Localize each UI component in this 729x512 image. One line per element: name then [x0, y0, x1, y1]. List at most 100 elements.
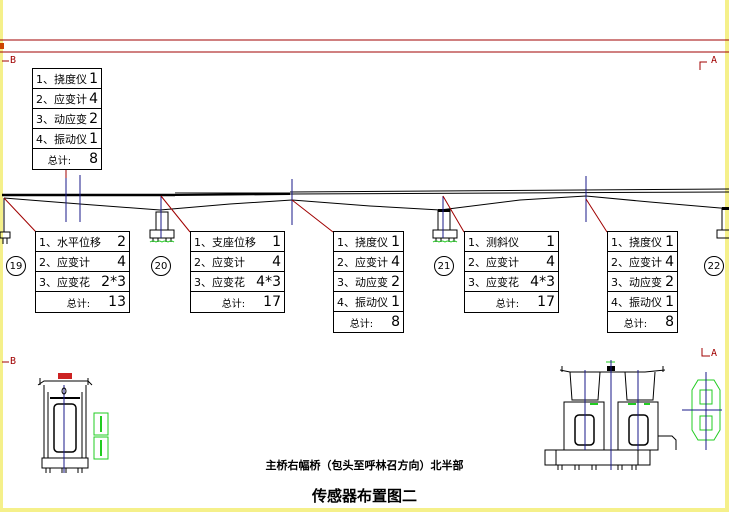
- table-total-row: 总计: 17: [191, 292, 284, 312]
- table-row: 1、测斜仪 1: [465, 232, 558, 252]
- pier-21: [432, 209, 458, 243]
- sensor-axis-lines: [65, 175, 587, 238]
- total-value: 8: [665, 314, 674, 330]
- row-value: 1: [89, 130, 98, 147]
- section-mark-a-top: A: [711, 55, 718, 66]
- table-row: 2、应变计 4: [191, 252, 284, 272]
- total-value: 17: [537, 294, 555, 310]
- row-label: 1、水平位移: [39, 235, 101, 249]
- row-value: 4: [272, 253, 281, 270]
- pier-label-19: 19: [6, 256, 26, 276]
- table-total-row: 总计: 8: [33, 149, 101, 169]
- row-value: 1: [665, 293, 674, 310]
- section-b-tag: [58, 373, 72, 379]
- pier-label-21: 21: [434, 256, 454, 276]
- pier-22: [716, 207, 729, 239]
- row-label: 3、应变花: [39, 275, 90, 289]
- row-label: 2、应变计: [611, 255, 662, 269]
- row-label: 1、测斜仪: [468, 235, 519, 249]
- row-label: 3、动应变: [36, 112, 87, 126]
- total-label: 总计:: [47, 155, 72, 167]
- row-label: 3、应变花: [468, 275, 519, 289]
- leader-lines: [3, 161, 608, 233]
- row-label: 4、振动仪: [611, 295, 662, 309]
- row-value: 2: [665, 273, 674, 290]
- section-marker: [0, 43, 4, 49]
- row-label: 3、动应变: [337, 275, 388, 289]
- pier-20: [149, 211, 175, 243]
- total-value: 17: [263, 294, 281, 310]
- bridge-deck: [2, 188, 729, 211]
- table-total-row: 总计: 13: [36, 292, 129, 312]
- row-label: 2、应变计: [337, 255, 388, 269]
- drawing-subtitle: 主桥右幅桥（包头至呼林召方向）北半部: [265, 459, 464, 472]
- row-value: 2: [117, 233, 126, 250]
- total-label: 总计:: [221, 298, 246, 310]
- total-value: 8: [89, 151, 98, 167]
- row-label: 2、应变计: [194, 255, 245, 269]
- table-row: 1、水平位移 2: [36, 232, 129, 252]
- total-label: 总计:: [66, 298, 91, 310]
- section-mark-b-top: B: [10, 55, 17, 66]
- drawing-title: 传感器布置图二: [311, 487, 417, 505]
- section-arrow-a-bottom: [701, 348, 710, 357]
- row-value: 2*3: [101, 273, 126, 290]
- total-value: 8: [391, 314, 400, 330]
- row-label: 3、应变花: [194, 275, 245, 289]
- row-value: 4*3: [530, 273, 555, 290]
- table-total-row: 总计: 8: [608, 312, 677, 332]
- total-label: 总计:: [623, 318, 648, 330]
- row-value: 4: [117, 253, 126, 270]
- row-label: 1、挠度仪: [36, 72, 87, 86]
- table-row: 3、应变花 2*3: [36, 272, 129, 292]
- pier-19: [0, 198, 11, 244]
- section-mark-b-bottom: B: [10, 356, 17, 367]
- total-label: 总计:: [495, 298, 520, 310]
- row-value: 1: [665, 233, 674, 250]
- total-value: 13: [108, 294, 126, 310]
- row-value: 2: [89, 110, 98, 127]
- pier-label-22: 22: [704, 256, 724, 276]
- row-label: 4、振动仪: [36, 132, 87, 146]
- row-value: 2: [391, 273, 400, 290]
- row-value: 4*3: [256, 273, 281, 290]
- row-value: 4: [89, 90, 98, 107]
- section-a-view: [544, 360, 722, 470]
- row-value: 4: [665, 253, 674, 270]
- row-label: 1、支座位移: [194, 235, 256, 249]
- section-mark-a-bottom: A: [711, 348, 718, 359]
- row-value: 1: [546, 233, 555, 250]
- row-value: 1: [391, 293, 400, 310]
- row-label: 2、应变计: [36, 92, 87, 106]
- section-b-view: [37, 373, 109, 473]
- table-row: 3、应变花 4*3: [191, 272, 284, 292]
- table-total-row: 总计: 8: [334, 312, 403, 332]
- section-arrow-a: [699, 61, 707, 70]
- row-label: 1、挠度仪: [337, 235, 388, 249]
- row-value: 1: [89, 70, 98, 87]
- total-label: 总计:: [349, 318, 374, 330]
- row-label: 1、挠度仪: [611, 235, 662, 249]
- row-value: 4: [546, 253, 555, 270]
- table-total-row: 总计: 17: [465, 292, 558, 312]
- row-value: 4: [391, 253, 400, 270]
